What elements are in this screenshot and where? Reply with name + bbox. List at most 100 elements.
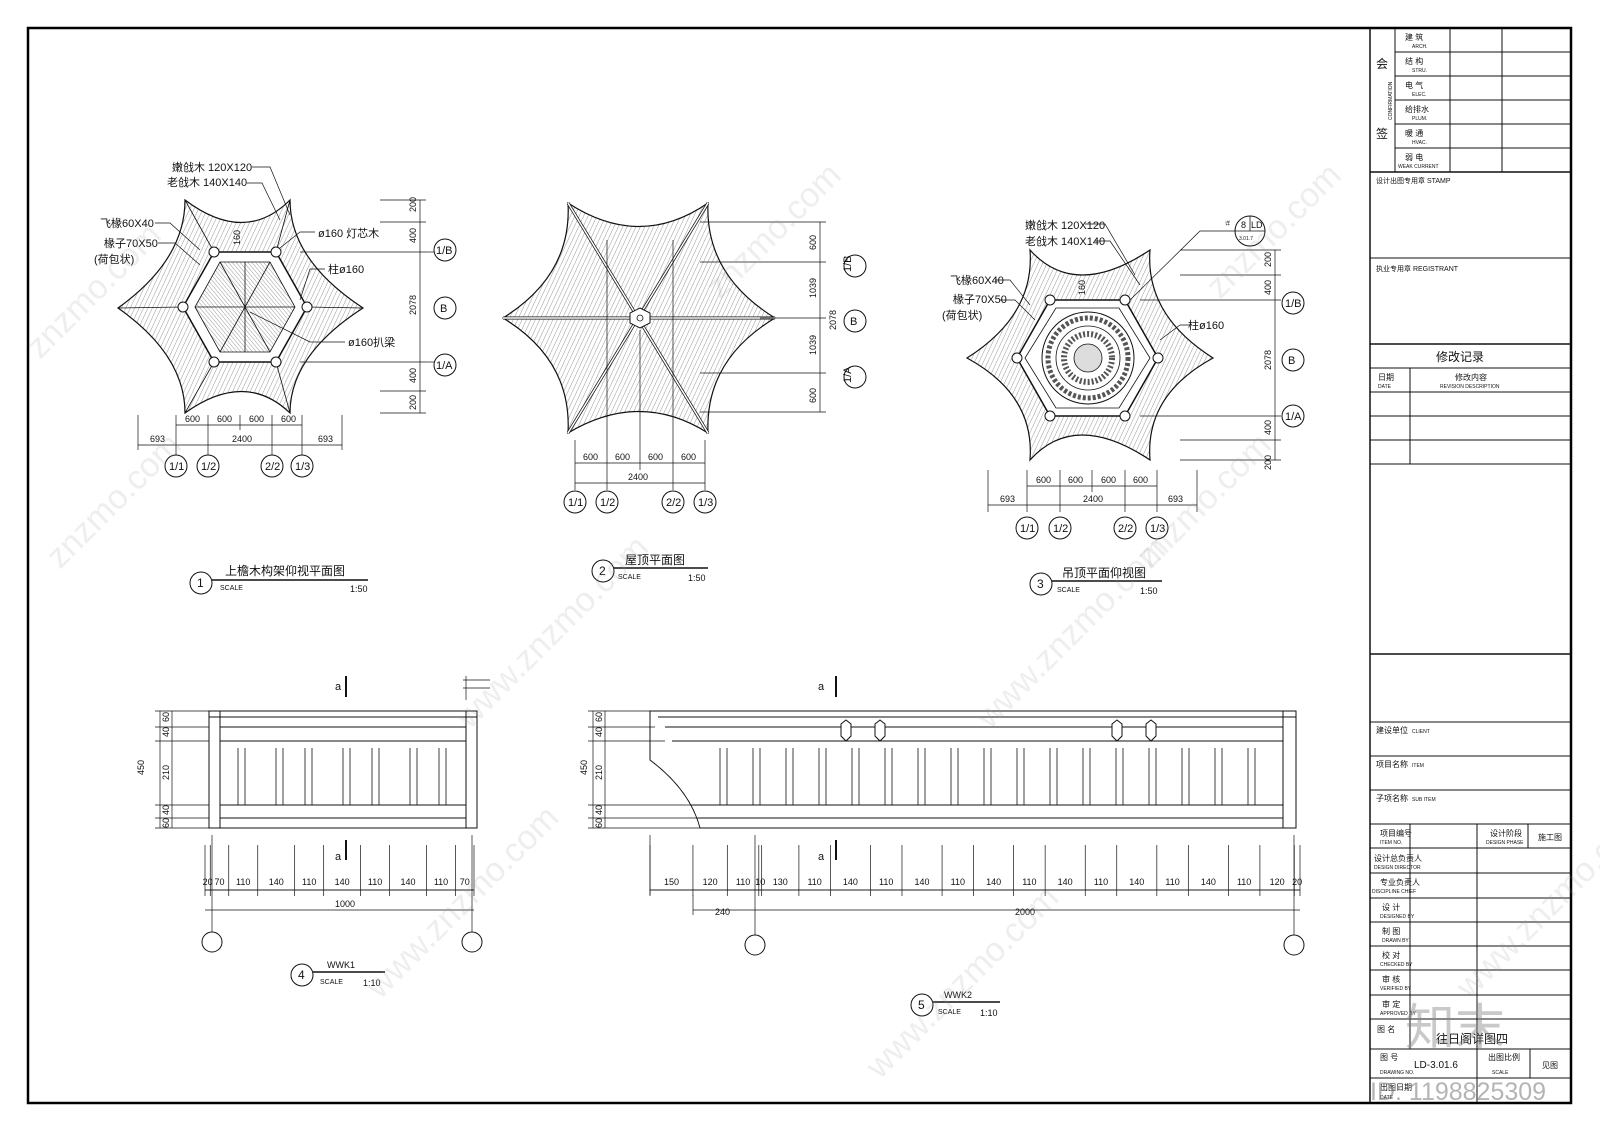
plan1-label-1: 老戗木 140X140	[167, 176, 247, 189]
plan1-label-5: ø160 灯芯木	[318, 226, 379, 240]
watermark-id: ID: 1198825309	[1370, 1078, 1546, 1106]
view-2-number: 2	[599, 564, 606, 578]
plan3-label-0: 嫩戗木 120X120	[1025, 218, 1105, 232]
plan1-axis-1B: 1/B	[436, 245, 453, 257]
plan1-side-right: 693	[318, 434, 333, 444]
plan-2-roof-plan: 600 600 600 600 2400 1/1 1/2 2/2 1/3 600…	[501, 201, 867, 514]
item-en: ITEM	[1412, 763, 1424, 769]
scale-cn: 出图比例	[1488, 1052, 1520, 1062]
confirm-char-1: 会	[1376, 57, 1388, 71]
wwk2-dim-9: 110	[951, 877, 965, 887]
plan2-axis-1-2: 1/2	[600, 497, 615, 509]
role-0-en: DESIGN DIRECTOR	[1374, 865, 1421, 871]
wwk2-dim-7: 110	[879, 877, 893, 887]
view-5-number: 5	[918, 998, 925, 1012]
plan3-axis-1-3: 1/3	[1150, 523, 1165, 535]
wwk2-dim-1: 120	[703, 877, 718, 887]
scale-value: 见图	[1542, 1061, 1558, 1070]
wwk2-dim-19: 20	[1292, 877, 1302, 887]
subitem-cn: 子项名称	[1376, 793, 1408, 803]
wwk2-dim-6: 140	[843, 877, 858, 887]
wwk2-section-bottom: a	[818, 851, 825, 863]
wwk1-total: 1000	[335, 899, 355, 909]
plan1-axis-2-2: 2/2	[265, 461, 280, 473]
role-6-cn: 审 定	[1382, 999, 1400, 1009]
watermark-url-4: www.znzmo.com	[858, 878, 1066, 1086]
disc-4-cn: 暖 通	[1405, 128, 1423, 138]
wwk1-dim-6: 110	[368, 877, 382, 887]
client-cn: 建设单位	[1376, 725, 1408, 735]
role-6-en: APPROVED BY	[1380, 1011, 1417, 1017]
wwk2-dim-13: 110	[1094, 877, 1108, 887]
plan1-vdim-3: 400	[408, 368, 418, 383]
watermark-url-3: www.znzmo.com	[358, 798, 566, 1006]
wwk2-dim-16: 140	[1201, 877, 1216, 887]
disc-4-en: HVAC.	[1412, 140, 1427, 146]
wwk2-dim-12: 140	[1058, 877, 1073, 887]
wwk2-dim-17: 110	[1237, 877, 1251, 887]
plan1-label-4: (荷包状)	[94, 252, 134, 266]
plan3-axis-1A: 1/A	[1285, 411, 1302, 423]
role-2-cn: 设 计	[1382, 902, 1400, 912]
role-5-en: VERIFIED BY	[1380, 986, 1412, 992]
wwk2-vdim-2: 40	[594, 727, 604, 737]
view-title-1: 1 上檐木构架仰视平面图 SCALE 1:50	[189, 563, 368, 595]
plan2-axis-2-2: 2/2	[666, 497, 681, 509]
plan3-dim-0: 600	[1036, 475, 1051, 485]
subitem-en: SUB ITEM	[1412, 797, 1436, 803]
rev-date-en: DATE	[1378, 384, 1392, 390]
plan3-dim-2: 600	[1101, 475, 1116, 485]
wwk2-section-top: a	[818, 681, 825, 693]
plan2-vdim-2: 2078	[828, 310, 838, 330]
wwk2-dim-0: 150	[664, 877, 679, 887]
plan3-vdim-1: 400	[1263, 280, 1273, 295]
plan3-detail-prefix: 详	[1225, 220, 1230, 227]
plan3-label-1: 老戗木 140X140	[1025, 235, 1105, 248]
wwk2-total: 2000	[1015, 907, 1035, 917]
plan2-axis-1B: 1/B	[842, 255, 854, 272]
role-0-cn: 设计总负责人	[1374, 853, 1422, 863]
plan3-axis-2-2: 2/2	[1118, 523, 1133, 535]
plan1-dim-3: 600	[281, 414, 296, 424]
plan3-label-2: 飞椽60X40	[950, 274, 1004, 287]
plan3-total: 2400	[1083, 494, 1103, 504]
rev-date-cn: 日期	[1378, 373, 1394, 382]
view-3-number: 3	[1037, 577, 1044, 591]
plan3-label-3: 椽子70X50	[953, 293, 1007, 306]
plan3-axis-B: B	[1288, 355, 1295, 367]
wwk2-sub: 240	[715, 907, 730, 917]
rev-desc-cn: 修改内容	[1455, 372, 1487, 382]
disc-1-cn: 结 构	[1405, 56, 1423, 66]
drawing-no-en: DRAWING NO.	[1380, 1070, 1414, 1076]
drawing-title-value: 往日阁详图四	[1436, 1031, 1508, 1046]
plan1-label-7: ø160扒梁	[348, 335, 395, 349]
plan3-dim-3: 600	[1133, 475, 1148, 485]
wwk1-section-bottom: a	[335, 851, 342, 863]
plan3-detail-code: LD	[1251, 220, 1263, 230]
wwk1-dim-7: 140	[401, 877, 416, 887]
wwk2-balusters	[719, 748, 1256, 805]
title-block	[1369, 28, 1571, 1103]
plan3-axis-1-1: 1/1	[1020, 523, 1035, 535]
role-3-en: DRAWN BY	[1382, 938, 1409, 944]
scale-en: SCALE	[1492, 1070, 1509, 1076]
wwk2-dim-18: 120	[1270, 877, 1285, 887]
plan1-side-left: 693	[150, 434, 165, 444]
plan3-vdim-2: 2078	[1263, 350, 1273, 370]
rev-desc-en: REVISION DESCRIPTION	[1440, 384, 1500, 390]
wwk1-dim-3: 140	[269, 877, 284, 887]
plan2-dim-0: 600	[583, 452, 598, 462]
wwk1-dim-0: 20	[203, 877, 213, 887]
plan1-mark-160: 160	[232, 230, 242, 245]
plan2-dim-2: 600	[648, 452, 663, 462]
watermark-site-2: znzmo.com	[39, 426, 189, 576]
registrant-label: 执业专用章 REGISTRANT	[1376, 264, 1459, 273]
watermark-url-1: www.znzmo.com	[448, 528, 656, 736]
plan2-dim-3: 600	[681, 452, 696, 462]
view-1-title: 上檐木构架仰视平面图	[225, 563, 345, 578]
plan2-dim-1: 600	[615, 452, 630, 462]
wwk2-dim-3: 10	[755, 877, 765, 887]
view-4-number: 4	[298, 968, 305, 982]
drawing-title-cn: 图 名	[1377, 1024, 1395, 1034]
